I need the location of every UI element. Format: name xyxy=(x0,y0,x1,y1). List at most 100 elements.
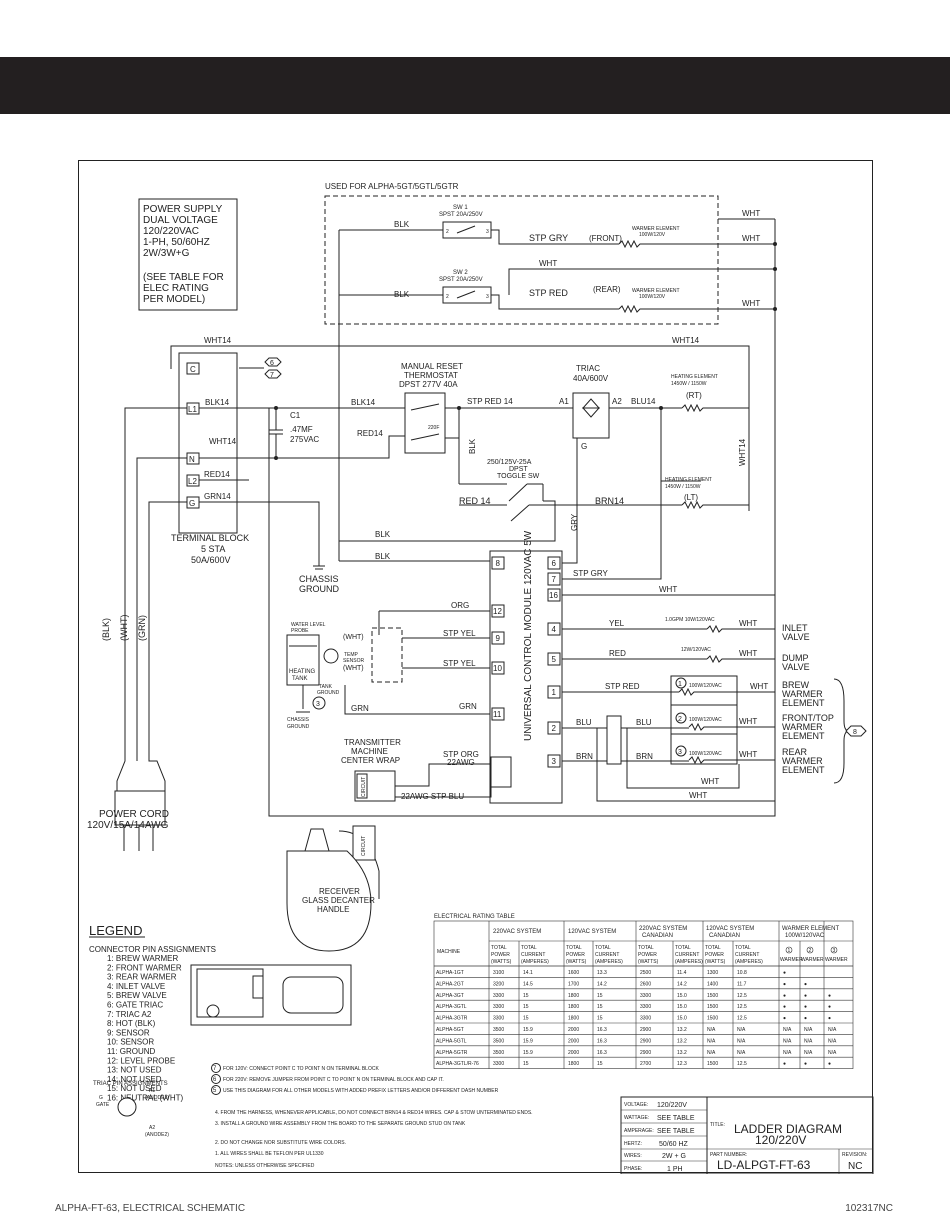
rating-value-cell: N/A xyxy=(707,1027,716,1033)
front-label: (FRONT) xyxy=(589,234,622,243)
ucm-pin-4 xyxy=(547,622,561,636)
rating-value-cell: ● xyxy=(828,1061,831,1067)
term-c xyxy=(186,362,200,375)
board-label-area xyxy=(282,976,344,1014)
note-bubble-6 xyxy=(211,1074,221,1084)
chassis-ground-tank-1: CHASSIS xyxy=(287,717,310,723)
node-c1-top xyxy=(274,406,278,410)
inlet-name-2: VALVE xyxy=(782,632,810,642)
red-dump-label: RED xyxy=(609,649,626,658)
warmer-col-num: 3 xyxy=(833,948,836,954)
rating-sub-current: (AMPERES) xyxy=(595,959,623,965)
probe-2: PROBE xyxy=(291,628,309,634)
term-l1-label: L1 xyxy=(188,405,197,414)
warmer-1-badge xyxy=(675,677,687,689)
board-knob xyxy=(206,1004,220,1018)
ucm-pin-label: 4 xyxy=(552,625,557,634)
gry-gate-wire xyxy=(562,541,578,564)
legend-item: 11: GROUND xyxy=(107,1047,156,1056)
header-bar xyxy=(0,57,950,114)
rating-value-cell: ● xyxy=(783,1016,786,1022)
wht14-vertical-label: WHT14 xyxy=(738,438,747,466)
rating-sub-current: TOTAL xyxy=(595,945,611,951)
lt-title: HEATING ELEMENT xyxy=(665,477,712,483)
note-bubble-7-text: 7 xyxy=(213,1066,217,1072)
optional-5gt-region xyxy=(324,195,719,325)
cord-wht: (WHT) xyxy=(119,615,129,642)
ucm-pin-label: 5 xyxy=(552,655,557,664)
chassis-ground-2: GROUND xyxy=(299,584,339,594)
ucm-pin-label: 10 xyxy=(493,664,502,673)
ucm-pin-label: 1 xyxy=(552,688,557,697)
cord-blk: (BLK) xyxy=(101,618,111,641)
legend-item: 12: LEVEL PROBE xyxy=(107,1056,175,1065)
ucm-pin-label: 2 xyxy=(552,724,557,733)
toggle-1: 250/125V-25A xyxy=(487,459,532,466)
rear-warmer-element-ucm xyxy=(688,755,775,765)
warmer-2-num: 2 xyxy=(678,716,682,723)
note-unless: NOTES: UNLESS OTHERWISE SPECIFIED xyxy=(215,1163,315,1169)
tb-title-label: TITLE: xyxy=(710,1122,725,1128)
rating-sub-current: (AMPERES) xyxy=(521,959,549,965)
sw-wht-rear: WHT xyxy=(742,299,760,308)
receiver-2: GLASS DECANTER xyxy=(302,896,375,905)
note-6: FOR 220V: REMOVE JUMPER FROM POINT C TO … xyxy=(223,1077,444,1083)
rating-value-cell: 16.3 xyxy=(597,1050,607,1056)
rating-value-cell: N/A xyxy=(737,1038,746,1044)
rating-value-cell: N/A xyxy=(707,1050,716,1056)
rating-value-cell: 1400 xyxy=(707,981,718,987)
node-c1-bottom xyxy=(274,456,278,460)
rating-value-cell: 1800 xyxy=(568,993,579,999)
ucm-pin-label: 6 xyxy=(552,559,557,568)
legend-item: 14: NOT USED xyxy=(107,1075,162,1084)
brew-warmer-element xyxy=(678,687,775,697)
warmer-1-rating: 100W/120VAC xyxy=(689,683,722,689)
blk14-label-2: BLK14 xyxy=(351,398,376,407)
warmer-1-num: 1 xyxy=(678,681,682,688)
rating-value-cell: ● xyxy=(828,1004,831,1010)
grn14-wire xyxy=(199,501,320,566)
rating-machine-cell: ALPHA-5GTR xyxy=(436,1050,468,1056)
power-plug xyxy=(114,790,166,826)
rating-value-cell: 2700 xyxy=(640,1061,651,1067)
triac-pin-a1: A1 xyxy=(149,1088,155,1094)
rating-value-cell: 13.3 xyxy=(597,970,607,976)
rating-value-cell: 1800 xyxy=(568,1004,579,1010)
rating-sub-power: POWER xyxy=(638,952,657,958)
grn-ucm-wire xyxy=(344,685,490,715)
rating-group-header: 220VAC SYSTEM xyxy=(639,926,687,932)
rating-machine-header: MACHINE xyxy=(437,949,461,955)
rating-value-cell: 2000 xyxy=(568,1038,579,1044)
rating-value-cell: 13.2 xyxy=(677,1038,687,1044)
brn-out-label: BRN xyxy=(636,752,653,761)
rating-value-cell: 12.5 xyxy=(737,1004,747,1010)
rating-value-cell: 15.0 xyxy=(677,1004,687,1010)
wht14-right-label: WHT14 xyxy=(672,336,700,345)
board-chip xyxy=(252,975,264,999)
legend-item: 16: NEUTRAL (WHT) xyxy=(107,1094,183,1103)
legend-item: 4: INLET VALVE xyxy=(107,982,165,991)
thermo-temp: 220F xyxy=(428,425,439,431)
note-3: 3. INSTALL A GROUND WIRE ASSEMBLY FROM T… xyxy=(215,1121,466,1127)
rating-value-cell: 15 xyxy=(523,1004,529,1010)
rating-value-cell: N/A xyxy=(828,1050,837,1056)
triac-pin-anode1: (ANODE1) xyxy=(145,1095,169,1101)
blk-loop-label: BLK xyxy=(375,530,391,539)
bubble-6 xyxy=(264,357,282,367)
ucm-pin-11 xyxy=(491,707,505,721)
warmer-col-sub: WARMER xyxy=(780,957,803,963)
rating-value-cell: 3300 xyxy=(493,993,504,999)
inlet-name-1: INLET xyxy=(782,623,808,633)
ucm-pin-label: 7 xyxy=(552,575,557,584)
ps-line-8: ELEC RATING xyxy=(143,283,209,294)
plug-prong-3 xyxy=(152,824,165,851)
power-supply-box xyxy=(138,198,238,311)
yel-label: YEL xyxy=(609,619,625,628)
node-2 xyxy=(773,267,777,271)
blu14-label: BLU14 xyxy=(631,397,656,406)
note-7: FOR 120V: CONNECT POINT C TO POINT N ON … xyxy=(223,1066,379,1072)
rating-sub-current: (AMPERES) xyxy=(735,959,763,965)
sw-wht-top: WHT xyxy=(742,209,760,218)
ps-line-5: 2W/3W+G xyxy=(143,248,190,259)
